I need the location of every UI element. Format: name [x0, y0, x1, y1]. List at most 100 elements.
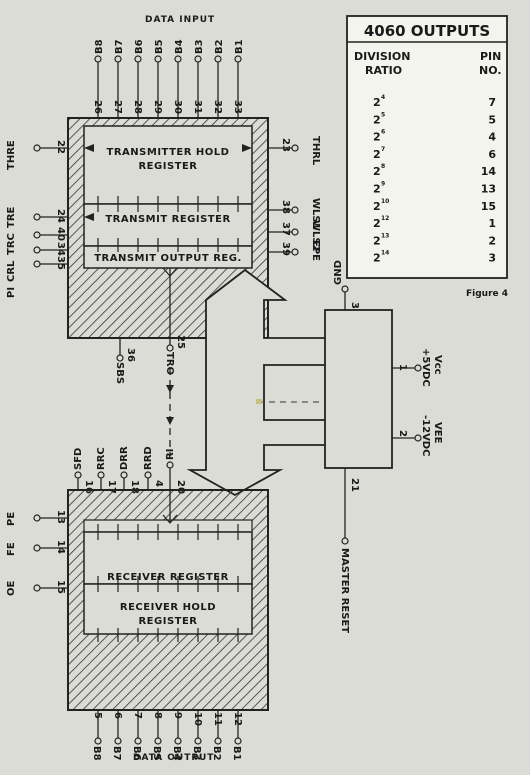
tx-input-terminal-icon [194, 55, 202, 63]
vee-pin: 2 [397, 430, 408, 437]
table-base: 2 [373, 148, 381, 161]
thrl-arrow-icon [242, 144, 252, 152]
rx-top-pin: 18 [129, 480, 140, 494]
tx-input-pin: 29 [152, 100, 163, 114]
rx-output-bit: B4 [171, 746, 182, 761]
rx-top-pin: 17 [106, 480, 117, 494]
tx-right-terminal-icon [291, 206, 299, 214]
rx-output-pin: 5 [92, 712, 103, 719]
gnd-label: GND [333, 260, 344, 285]
tx-left-pin: 24 [55, 209, 66, 223]
table-pin: 4 [488, 131, 496, 144]
rx-top-label: RI [165, 449, 176, 460]
table-exponent: 5 [381, 111, 385, 118]
table-pin: 7 [488, 96, 496, 109]
tx-input-bit: B5 [154, 39, 165, 54]
tre-arrow-icon [84, 213, 94, 221]
table-base: 2 [373, 252, 381, 265]
rx-top-label: DRR [119, 446, 130, 470]
rx-output-pin: 6 [112, 712, 123, 719]
rx-output-pin: 11 [212, 712, 223, 726]
tx-right-terminal-icon [291, 228, 299, 236]
sbs-label: SBS [114, 362, 125, 384]
tx-hold-register [83, 125, 253, 205]
table-pin: 5 [488, 113, 496, 126]
rx-output-terminal-icon [114, 737, 122, 745]
tx-input-pin: 32 [212, 100, 223, 114]
data-output-title: DATA OUTPUT [133, 753, 214, 763]
table-exponent: 9 [381, 181, 385, 188]
tx-left-pin: 40 [55, 227, 66, 241]
loopback-arrow-1-icon [166, 385, 174, 393]
crl-label: CRL [6, 260, 17, 282]
rx-output-terminal-icon [214, 737, 222, 745]
tx-left-terminal-icon [33, 231, 41, 239]
tx-input-bit: B7 [114, 39, 125, 54]
master-reset-label: MASTER RESET [339, 548, 350, 633]
rx-output-bit: B7 [111, 746, 122, 761]
table-exponent: 13 [381, 232, 389, 239]
table-base: 2 [373, 96, 381, 109]
power-block [324, 309, 393, 469]
tx-left-pin: 34 [55, 242, 66, 256]
rx-top-pin: 4 [153, 480, 164, 487]
rx-output-terminal-icon [134, 737, 142, 745]
rx-output-terminal-icon [174, 737, 182, 745]
thre-label: THRE [6, 140, 17, 170]
rx-left-pin: 13 [55, 510, 66, 524]
thre-arrow-icon [84, 144, 94, 152]
rx-top-label: RRC [96, 447, 107, 470]
table-exponent: 6 [381, 129, 385, 136]
tx-input-bit: B1 [234, 39, 245, 54]
vcc-value: +5VDC [420, 348, 431, 387]
rx-top-terminal-icon [144, 471, 152, 479]
tx-input-terminal-icon [154, 55, 162, 63]
tx-right-label: WLS2 [310, 220, 321, 252]
rx-output-pin: 12 [232, 712, 243, 726]
tx-output-register [83, 245, 253, 269]
data-input-title: DATA INPUT [145, 15, 215, 25]
rx-left-terminal-icon [33, 514, 41, 522]
figure-caption: Figure 4 [466, 289, 508, 299]
gnd-terminal-icon [341, 285, 349, 293]
rx-register-label: RECEIVER REGISTER [107, 572, 229, 583]
tx-input-pin: 33 [232, 100, 243, 114]
rx-output-bit: B3 [191, 746, 202, 761]
rx-output-bit: B6 [131, 746, 142, 761]
tx-right-label: EPE [310, 240, 321, 261]
rx-output-bit: B1 [231, 746, 242, 761]
table-pin: 3 [488, 252, 496, 265]
tx-right-pin: 23 [280, 138, 291, 152]
rx-output-terminal-icon [194, 737, 202, 745]
data-bus-arrow [186, 268, 331, 497]
vee-value: -12VDC [420, 415, 431, 456]
tx-input-pin: 30 [172, 100, 183, 114]
table-exponent: 8 [381, 163, 385, 170]
rx-output-bit: B5 [151, 746, 162, 761]
tro-arrow-icon [162, 267, 178, 277]
rx-top-label: RRD [143, 446, 154, 470]
gnd-pin: 3 [349, 302, 360, 309]
table-base: 2 [373, 200, 381, 213]
table-pin: 15 [481, 200, 496, 213]
table-exponent: 7 [381, 146, 385, 153]
rx-left-pin: 15 [55, 580, 66, 594]
tx-right-pin: 38 [280, 200, 291, 214]
table-exponent: 14 [381, 250, 389, 257]
rx-output-terminal-icon [154, 737, 162, 745]
vcc-terminal-icon [414, 364, 422, 372]
tro-label: TRO [164, 352, 175, 375]
rx-hold-label-2: REGISTER [138, 616, 197, 627]
